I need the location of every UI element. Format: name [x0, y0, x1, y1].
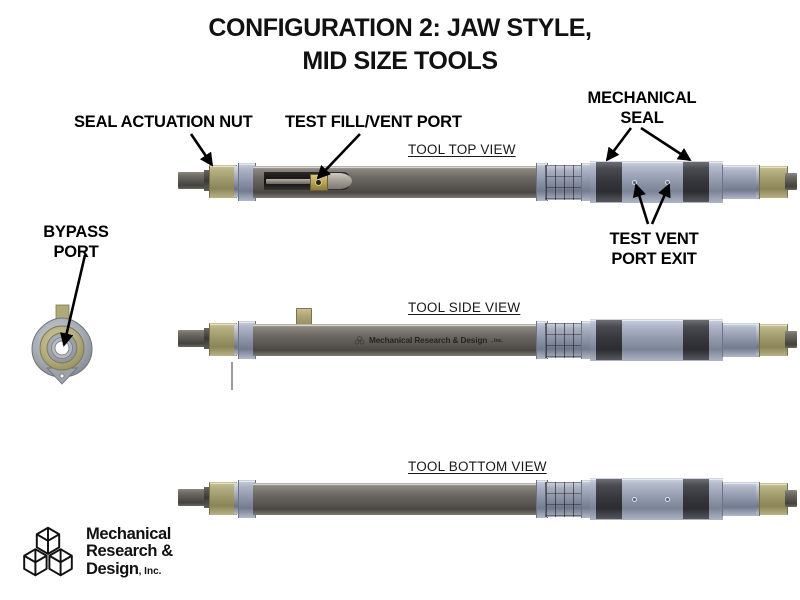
title-line-1: CONFIGURATION 2: JAW STYLE, [208, 14, 592, 42]
tool-body-branding: Mechanical Research & Design , Inc. [354, 335, 503, 346]
test-vent-port-exit-hole-1 [633, 181, 636, 184]
rear-stub-shaft [785, 331, 797, 348]
rear-collar [722, 482, 760, 516]
mechanical-seal-band-1 [596, 479, 622, 519]
stub-shaft [178, 489, 206, 506]
callout-bypass-port-line-2: PORT [53, 243, 99, 262]
test-vent-port-exit-hole-2 [666, 181, 669, 184]
rear-nut [759, 324, 788, 356]
seal-actuation-nut [209, 165, 237, 198]
company-logo: Mechanical Research & Design, Inc. [20, 524, 173, 580]
company-logo-line-1: Mechanical [86, 525, 171, 544]
spacer-ring [204, 170, 210, 191]
arrow-mechanical-seal-2 [640, 126, 692, 162]
company-logo-line-3: Design [86, 559, 139, 578]
rear-nut [759, 483, 788, 515]
tool-assembly-side-view: Mechanical Research & Design , Inc. [178, 308, 797, 362]
page-title: CONFIGURATION 2: JAW STYLE, MID SIZE TOO… [0, 12, 800, 77]
jaw-slips [545, 482, 585, 517]
tool-body-tube [253, 483, 538, 515]
callout-test-vent-port-exit: TEST VENT PORT EXIT [598, 229, 710, 269]
rear-retaining-ring [756, 167, 760, 197]
callout-test-vent-port-exit-line-2: PORT EXIT [611, 250, 697, 269]
tool-body-tube [253, 324, 538, 356]
spacer-ring [204, 487, 210, 508]
rear-retaining-ring [756, 325, 760, 355]
stub-shaft [178, 330, 206, 347]
arrow-mechanical-seal-1 [605, 127, 633, 162]
company-logo-inc: , Inc. [138, 565, 162, 577]
tool-assembly-top-view [178, 160, 797, 204]
callout-mechanical-seal: MECHANICAL SEAL [578, 88, 706, 128]
mechanical-seal-band-1 [596, 162, 622, 202]
retaining-ring [234, 483, 239, 514]
tool-body-branding-name: Mechanical Research & Design [369, 336, 488, 345]
rear-collar [722, 165, 760, 199]
test-vent-port-exit-hole-1 [633, 498, 636, 501]
company-logo-line-2: Research & [86, 542, 173, 561]
seal-actuation-nut [209, 482, 237, 515]
rear-stub-shaft [785, 490, 797, 507]
company-logo-line-3-wrap: Design, Inc. [86, 559, 173, 578]
callout-mechanical-seal-line-2: SEAL [620, 109, 664, 128]
stub-shaft [178, 172, 206, 189]
view-title-top: TOOL TOP VIEW [408, 142, 516, 157]
callout-test-vent-port-exit-line-1: TEST VENT [609, 230, 699, 248]
bypass-port-section-drawing [31, 304, 93, 385]
retaining-ring [234, 166, 239, 197]
callout-bypass-port-line-1: BYPASS [43, 223, 109, 241]
test-vent-port-exit-hole-2 [666, 498, 669, 501]
rear-stub-shaft [785, 173, 797, 190]
test-port-internal-rod [266, 179, 328, 184]
view-title-bottom: TOOL BOTTOM VIEW [408, 459, 547, 474]
retaining-ring [234, 324, 239, 355]
company-logo-text: Mechanical Research & Design, Inc. [86, 525, 173, 578]
callout-bypass-port: BYPASS PORT [24, 222, 128, 262]
test-fill-vent-port-hole [316, 180, 321, 185]
rear-nut [759, 166, 788, 198]
mechanical-seal-band-1 [596, 320, 622, 360]
bypass-port-end-view [14, 292, 114, 392]
mechanical-seal-band-2 [683, 162, 709, 202]
rear-collar [722, 323, 760, 357]
tool-assembly-bottom-view [178, 477, 797, 521]
mrd-cube-logo-icon [23, 526, 73, 577]
rear-retaining-ring [756, 484, 760, 514]
bypass-port-bolt-hole [59, 373, 65, 379]
title-line-2: MID SIZE TOOLS [302, 46, 498, 75]
seal-actuation-nut [209, 323, 237, 356]
mechanical-seal-band-2 [683, 479, 709, 519]
jaw-slips [545, 165, 585, 200]
jaw-slips [545, 323, 585, 358]
view-title-side: TOOL SIDE VIEW [408, 300, 521, 315]
callout-mechanical-seal-line-1: MECHANICAL [587, 89, 697, 107]
bypass-port-bore [54, 340, 70, 356]
mechanical-seal-band-2 [683, 320, 709, 360]
mrd-mark-icon [354, 336, 365, 345]
test-port-slot-cap [326, 173, 352, 189]
tool-body-branding-suffix: , Inc. [491, 337, 503, 344]
callout-seal-actuation-nut: SEAL ACTUATION NUT [74, 113, 253, 131]
callout-test-fill-vent-port: TEST FILL/VENT PORT [285, 113, 462, 131]
spacer-ring [204, 328, 210, 349]
